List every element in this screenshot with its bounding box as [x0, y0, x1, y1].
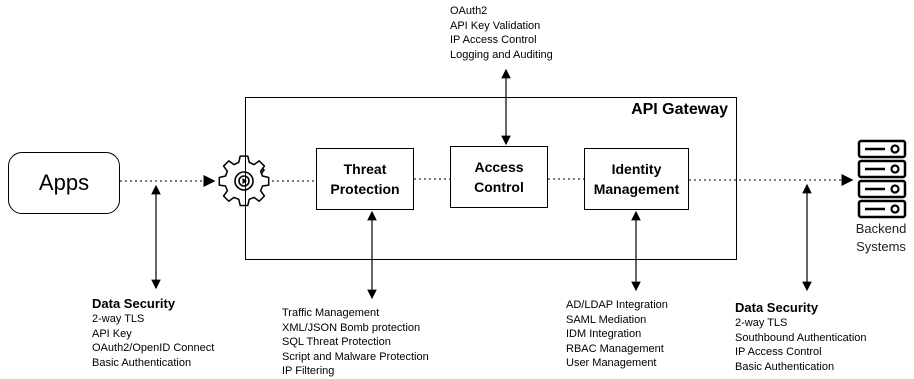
note-item: AD/LDAP Integration: [566, 299, 668, 311]
note-item: Script and Malware Protection: [282, 350, 429, 363]
note-item: Basic Authentication: [92, 356, 192, 369]
note-item: Basic Authentication: [735, 360, 835, 373]
threat-protection-line-2: Protection: [330, 181, 400, 197]
note-item: API Key: [92, 327, 132, 340]
data-security-left: Data Security 2-way TLS API Key OAuth2/O…: [92, 296, 214, 370]
threat-protection-line-1: Threat: [343, 161, 387, 177]
data-security-right-heading: Data Security: [735, 300, 819, 315]
note-item: IP Filtering: [282, 365, 335, 377]
note-item: OAuth2/OpenID Connect: [92, 342, 215, 354]
threat-protection-box: Threat Protection: [316, 148, 414, 210]
note-item: RBAC Management: [566, 342, 664, 355]
apps-box: Apps: [8, 152, 120, 214]
backend-line-1: Backend: [855, 221, 907, 236]
note-item: SQL Threat Protection: [282, 336, 391, 348]
access-control-box: Access Control: [450, 146, 548, 208]
identity-management-box: Identity Management: [584, 148, 689, 210]
identity-management-line-1: Identity: [611, 161, 662, 177]
identity-management-notes: AD/LDAP Integration SAML Mediation IDM I…: [566, 298, 668, 371]
access-control-line-2: Control: [474, 179, 524, 195]
apps-label: Apps: [38, 170, 90, 195]
access-control-notes: OAuth2 API Key Validation IP Access Cont…: [450, 4, 553, 62]
note-item: XML/JSON Bomb protection: [282, 321, 421, 334]
note-item: IP Access Control: [450, 34, 537, 46]
threat-protection-notes: Traffic Management XML/JSON Bomb protect…: [282, 306, 429, 379]
note-item: 2-way TLS: [735, 317, 788, 329]
identity-management-line-2: Management: [593, 181, 680, 197]
data-security-left-heading: Data Security: [92, 296, 176, 311]
server-rack-icon: [857, 139, 907, 219]
backend-systems-label: Backend Systems: [848, 220, 914, 256]
note-item: OAuth2: [450, 5, 488, 17]
backend-line-2: Systems: [856, 239, 906, 254]
access-control-line-1: Access: [474, 159, 524, 175]
data-security-right: Data Security 2-way TLS Southbound Authe…: [735, 300, 867, 374]
note-item: IP Access Control: [735, 346, 822, 358]
note-item: SAML Mediation: [566, 313, 647, 326]
note-item: IDM Integration: [566, 328, 642, 340]
note-item: Traffic Management: [282, 307, 380, 319]
note-item: Logging and Auditing: [450, 48, 553, 61]
note-item: 2-way TLS: [92, 313, 145, 325]
api-gateway-box: API Gateway: [245, 97, 737, 260]
note-item: Southbound Authentication: [735, 331, 867, 344]
note-item: User Management: [566, 357, 657, 369]
api-gateway-title: API Gateway: [631, 101, 728, 118]
note-item: API Key Validation: [450, 19, 541, 32]
gear-icon: [218, 155, 270, 207]
